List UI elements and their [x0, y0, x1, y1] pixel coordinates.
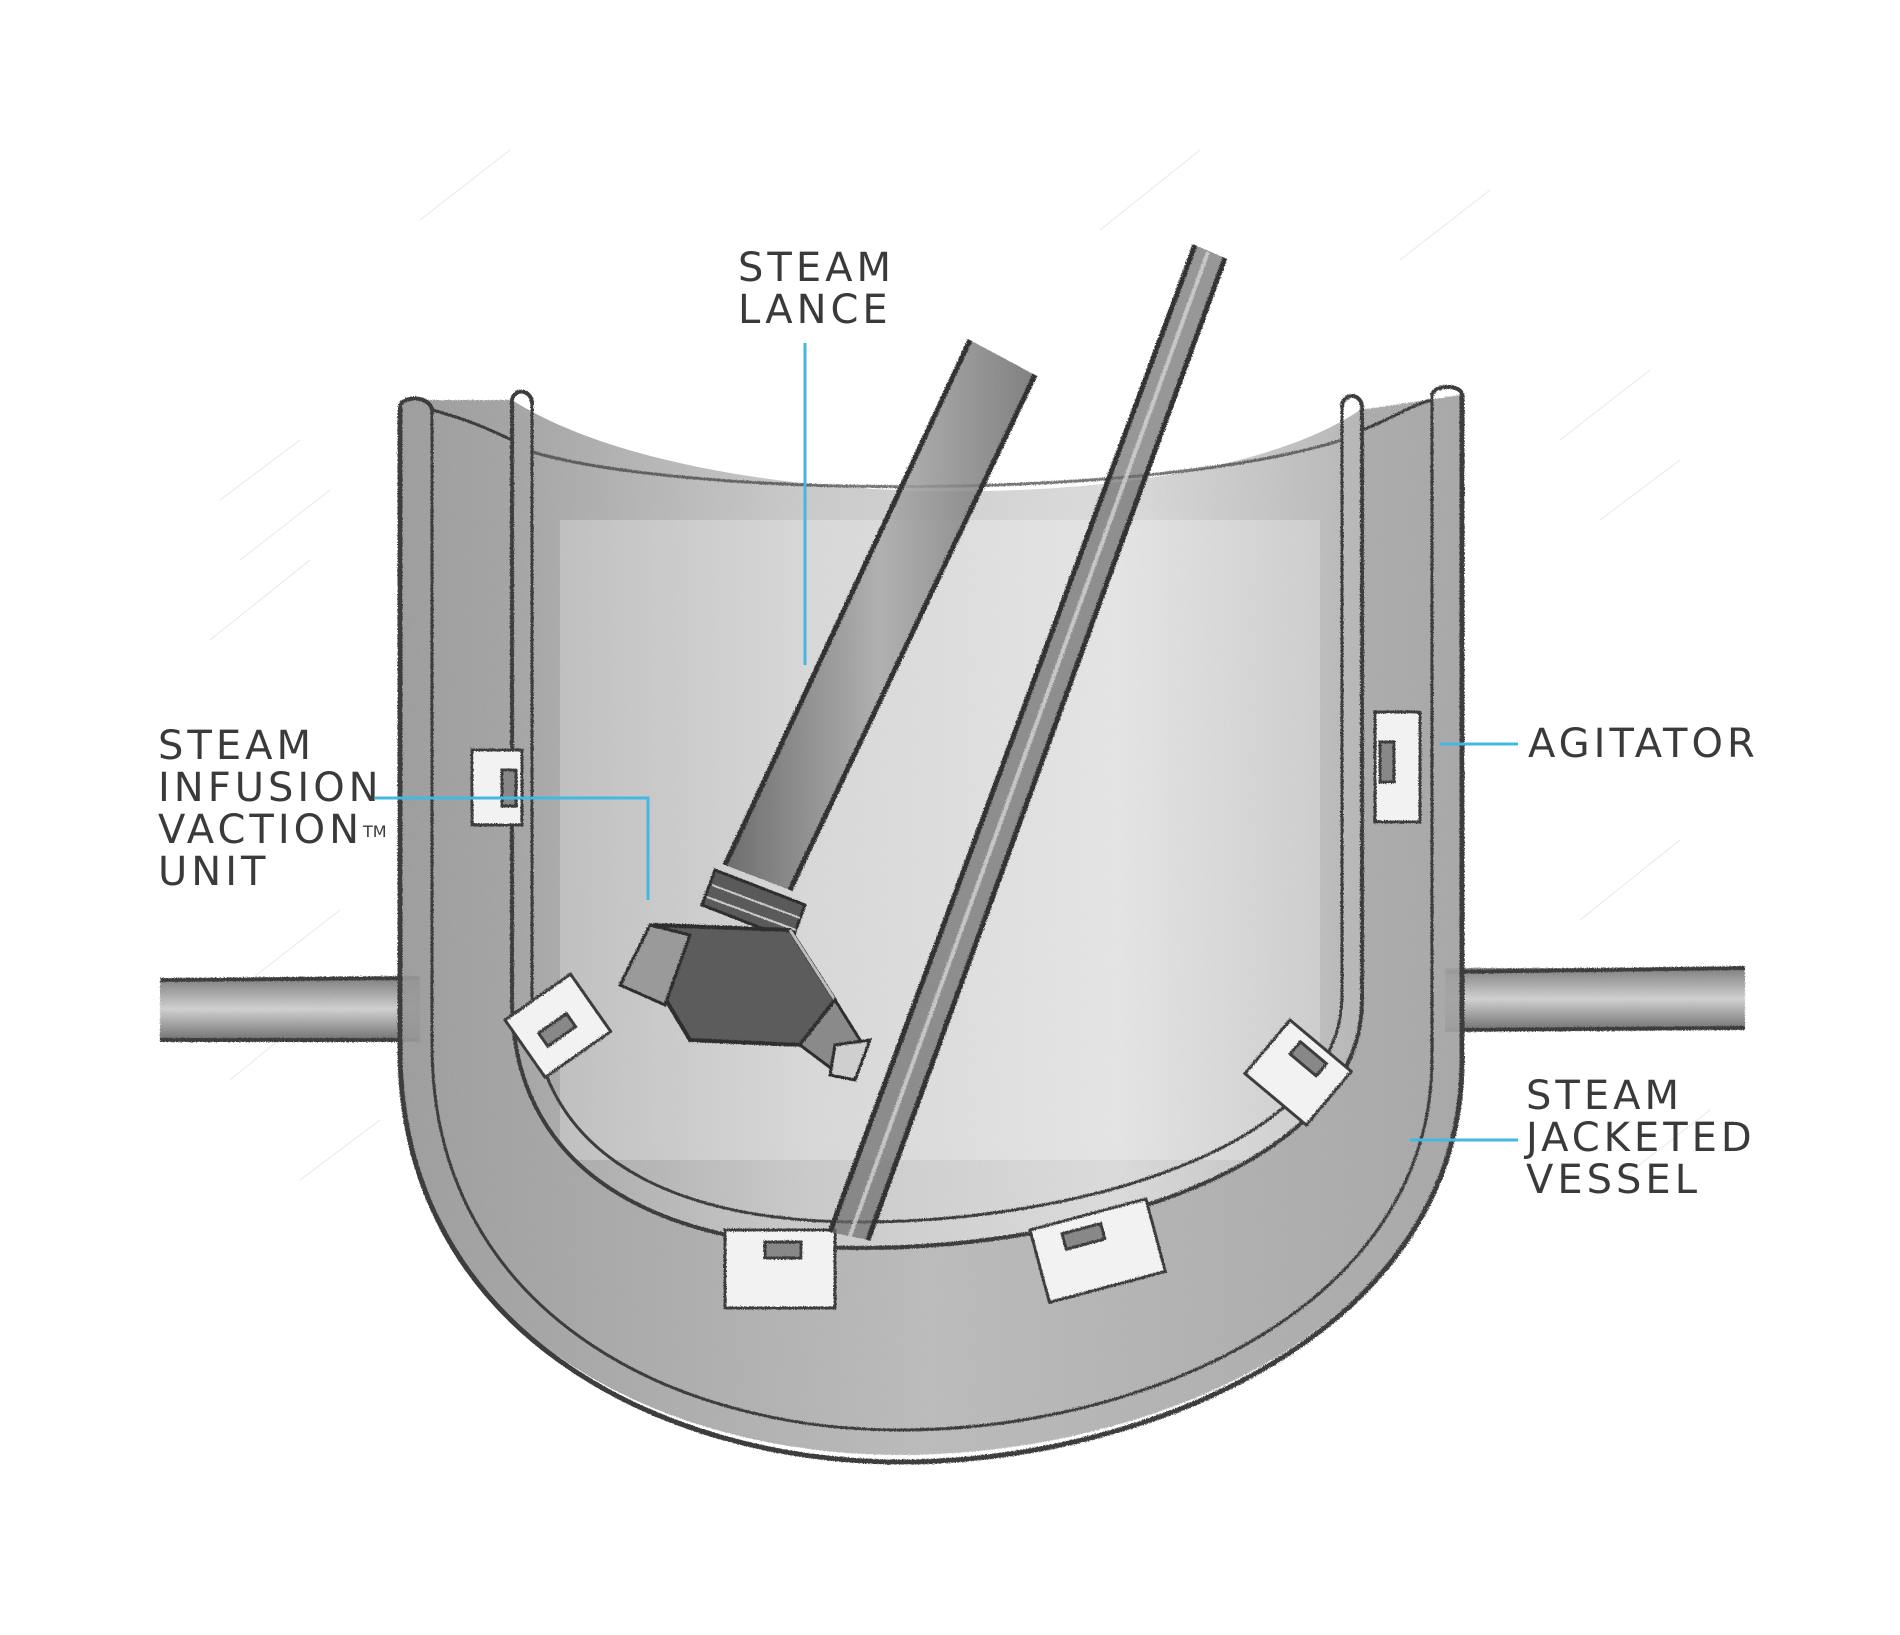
label-steam-infusion-line-4: UNIT [158, 849, 270, 895]
leader-line-steam-infusion [375, 796, 650, 900]
label-agitator-text: AGITATOR [1528, 721, 1759, 767]
steam-infusion-unit [617, 922, 873, 1082]
label-vessel-line-2: JACKETED [1526, 1115, 1756, 1161]
label-steam-jacketed-vessel: STEAM JACKETED VESSEL [1526, 1075, 1756, 1201]
label-vessel-line-1: STEAM [1526, 1073, 1683, 1119]
horizontal-pipe-left [159, 976, 421, 1042]
label-vaction: VACTION [158, 807, 364, 853]
label-steam-infusion-line-3: VACTIONTM [158, 809, 387, 851]
agitator-shaft [827, 244, 1228, 1241]
label-steam-infusion-line-2: INFUSION [158, 765, 383, 811]
label-vessel-line-3: VESSEL [1526, 1157, 1701, 1203]
leader-lines [375, 343, 1518, 1142]
label-steam-lance-line-2: LANCE [738, 287, 892, 333]
agitator-blades [470, 710, 1422, 1310]
trademark-mark: TM [363, 822, 387, 841]
horizontal-pipe-right [1444, 966, 1746, 1032]
label-steam-lance: STEAM LANCE [738, 247, 895, 331]
label-steam-infusion-unit: STEAM INFUSION VACTIONTM UNIT [158, 725, 387, 893]
label-steam-lance-line-1: STEAM [738, 245, 895, 291]
label-agitator: AGITATOR [1528, 723, 1759, 765]
label-steam-infusion-line-1: STEAM [158, 723, 315, 769]
